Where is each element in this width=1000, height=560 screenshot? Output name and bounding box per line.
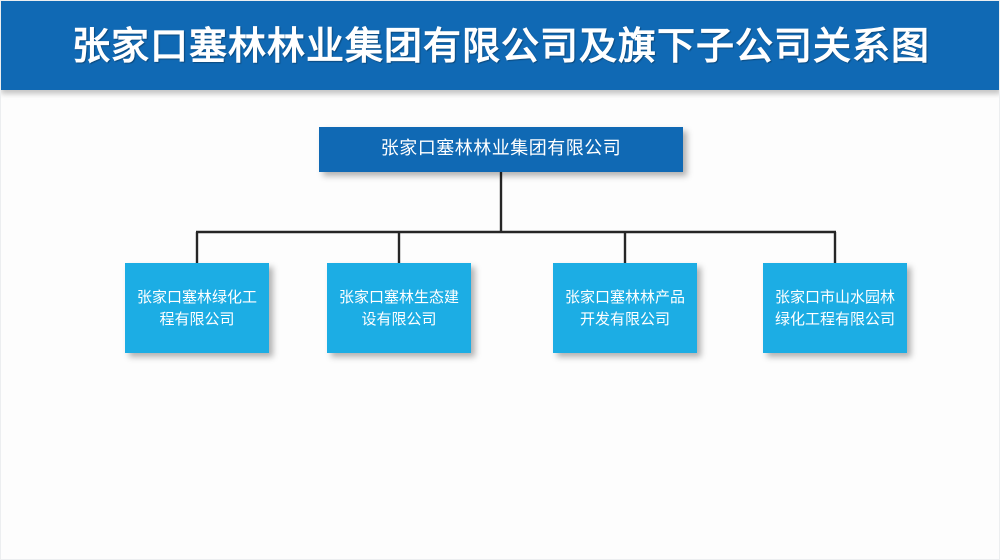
- org-chart-connectors: [195, 172, 837, 264]
- page-title: 张家口塞林林业集团有限公司及旗下子公司关系图: [71, 23, 930, 68]
- org-node-sub-3[interactable]: 张家口塞林林产品开发有限公司: [553, 263, 697, 353]
- org-node-sub-4-label: 张家口市山水园林绿化工程有限公司: [774, 287, 895, 329]
- org-node-sub-4[interactable]: 张家口市山水园林绿化工程有限公司: [763, 263, 907, 353]
- org-node-root-label: 张家口塞林林业集团有限公司: [380, 138, 622, 160]
- org-node-sub-3-label: 张家口塞林林产品开发有限公司: [564, 287, 685, 329]
- org-node-sub-1[interactable]: 张家口塞林绿化工程有限公司: [125, 263, 269, 353]
- org-chart-canvas: 张家口塞林林业集团有限公司 张家口塞林绿化工程有限公司 张家口塞林生态建设有限公…: [1, 90, 999, 559]
- org-node-root[interactable]: 张家口塞林林业集团有限公司: [319, 127, 683, 172]
- org-node-sub-1-label: 张家口塞林绿化工程有限公司: [136, 287, 257, 329]
- org-node-sub-2-label: 张家口塞林生态建设有限公司: [338, 287, 459, 329]
- org-node-sub-2[interactable]: 张家口塞林生态建设有限公司: [327, 263, 471, 353]
- slide-title-banner: 张家口塞林林业集团有限公司及旗下子公司关系图: [1, 1, 999, 90]
